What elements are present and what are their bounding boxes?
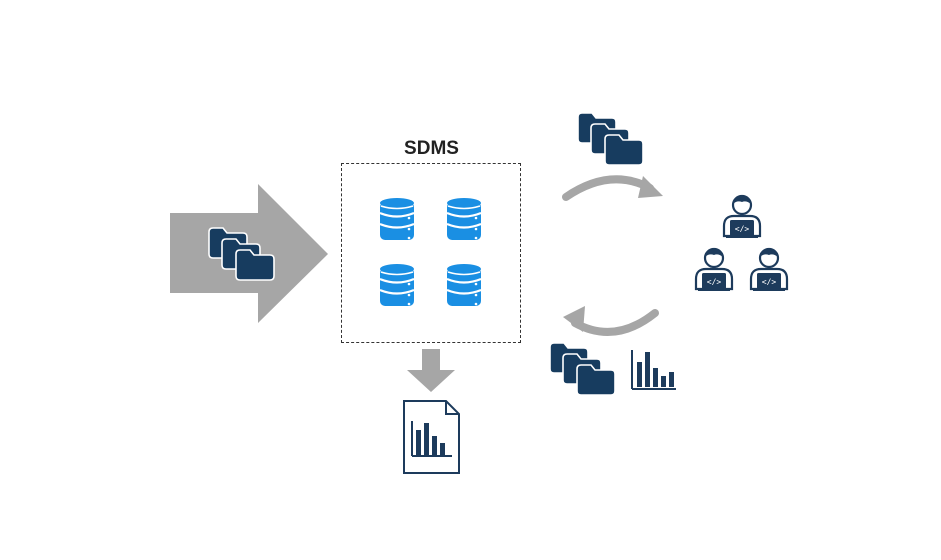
sdms-container xyxy=(341,163,521,343)
curved-arrow-left-icon xyxy=(563,306,659,336)
sdms-label: SDMS xyxy=(404,138,459,159)
down-arrow-icon xyxy=(407,349,455,392)
curved-arrow-right-icon xyxy=(562,175,663,201)
developer-team-icon xyxy=(694,194,789,293)
report-document-icon xyxy=(403,400,460,474)
bar-chart-icon xyxy=(631,350,676,390)
outgoing-folder-stack-icon xyxy=(578,113,643,165)
returned-folder-stack-icon xyxy=(550,343,615,395)
